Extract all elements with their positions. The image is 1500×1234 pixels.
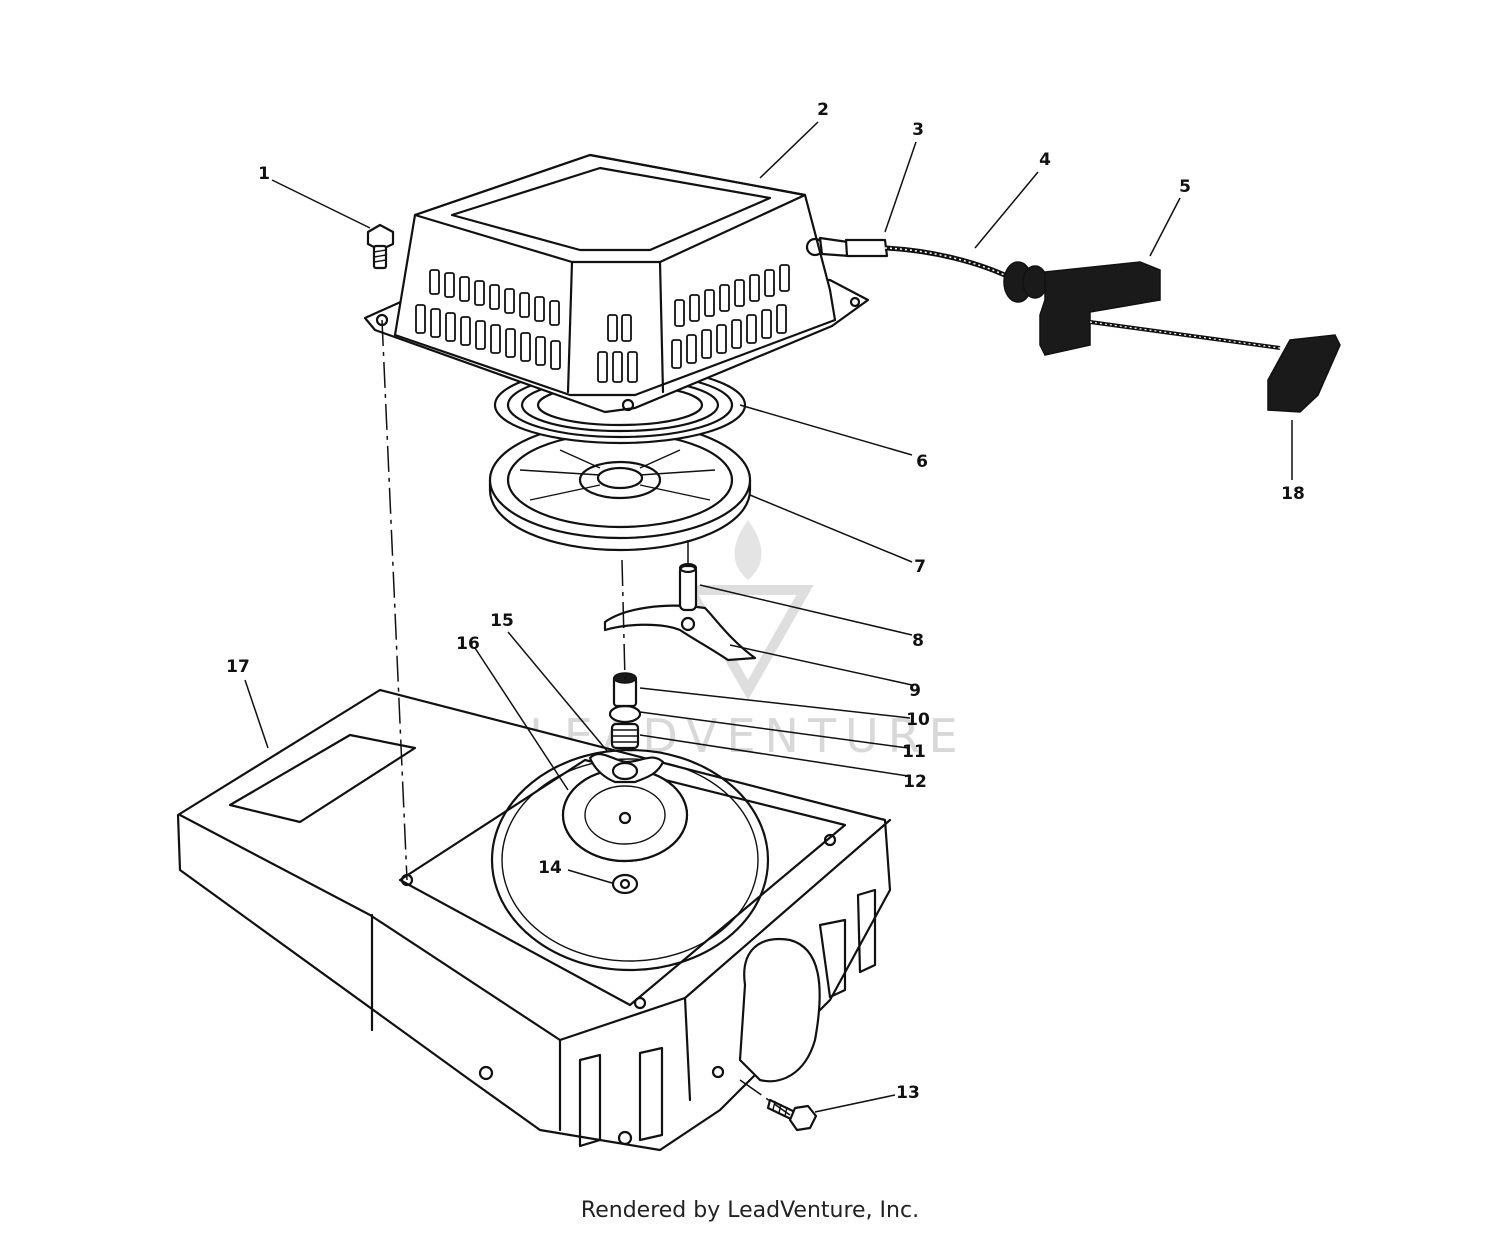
- callout-8: 8: [912, 631, 924, 651]
- pin: [678, 562, 698, 612]
- pawl: [588, 753, 665, 784]
- callout-5: 5: [1179, 177, 1191, 197]
- housing-screw: [366, 223, 395, 270]
- spring: [610, 722, 640, 750]
- callout-9: 9: [909, 681, 921, 701]
- parts-diagram: LEADVENTURE: [176, 100, 1341, 1152]
- pulley: [488, 420, 752, 552]
- callout-16: 16: [456, 634, 480, 654]
- leader-lines: [244, 121, 1293, 1113]
- housing-vents-left: [415, 269, 561, 370]
- callout-4: 4: [1039, 150, 1051, 170]
- starter-housing: [363, 153, 870, 414]
- callout-7: 7: [914, 557, 926, 577]
- callout-3: 3: [912, 120, 924, 140]
- callout-14: 14: [538, 858, 562, 878]
- callout-1: 1: [258, 164, 270, 184]
- brake-plate: [603, 604, 757, 662]
- callout-11: 11: [902, 742, 926, 762]
- callout-12: 12: [903, 772, 927, 792]
- housing-vents-center: [597, 314, 638, 383]
- bottom-screw: [766, 1098, 818, 1132]
- housing-vents-right: [671, 264, 790, 369]
- callout-6: 6: [916, 452, 928, 472]
- blower-housing: [176, 688, 892, 1152]
- callout-2: 2: [817, 100, 829, 120]
- washer: [608, 704, 642, 724]
- footer-credit: Rendered by LeadVenture, Inc.: [580, 1198, 920, 1223]
- t-handle: [1267, 334, 1341, 413]
- callout-labels: 1 2 3 4 5 6 7 8 9 10 11 12 13 14 15 16 1…: [226, 100, 1305, 1103]
- nut: [611, 873, 639, 895]
- callout-10: 10: [906, 710, 930, 730]
- callout-17: 17: [226, 657, 250, 677]
- callout-13: 13: [896, 1083, 920, 1103]
- alignment-lines: [381, 319, 791, 1116]
- callout-18: 18: [1281, 484, 1305, 504]
- callout-15: 15: [490, 611, 514, 631]
- control-cable: [818, 236, 1017, 283]
- cable-handle-bracket: [1003, 261, 1281, 356]
